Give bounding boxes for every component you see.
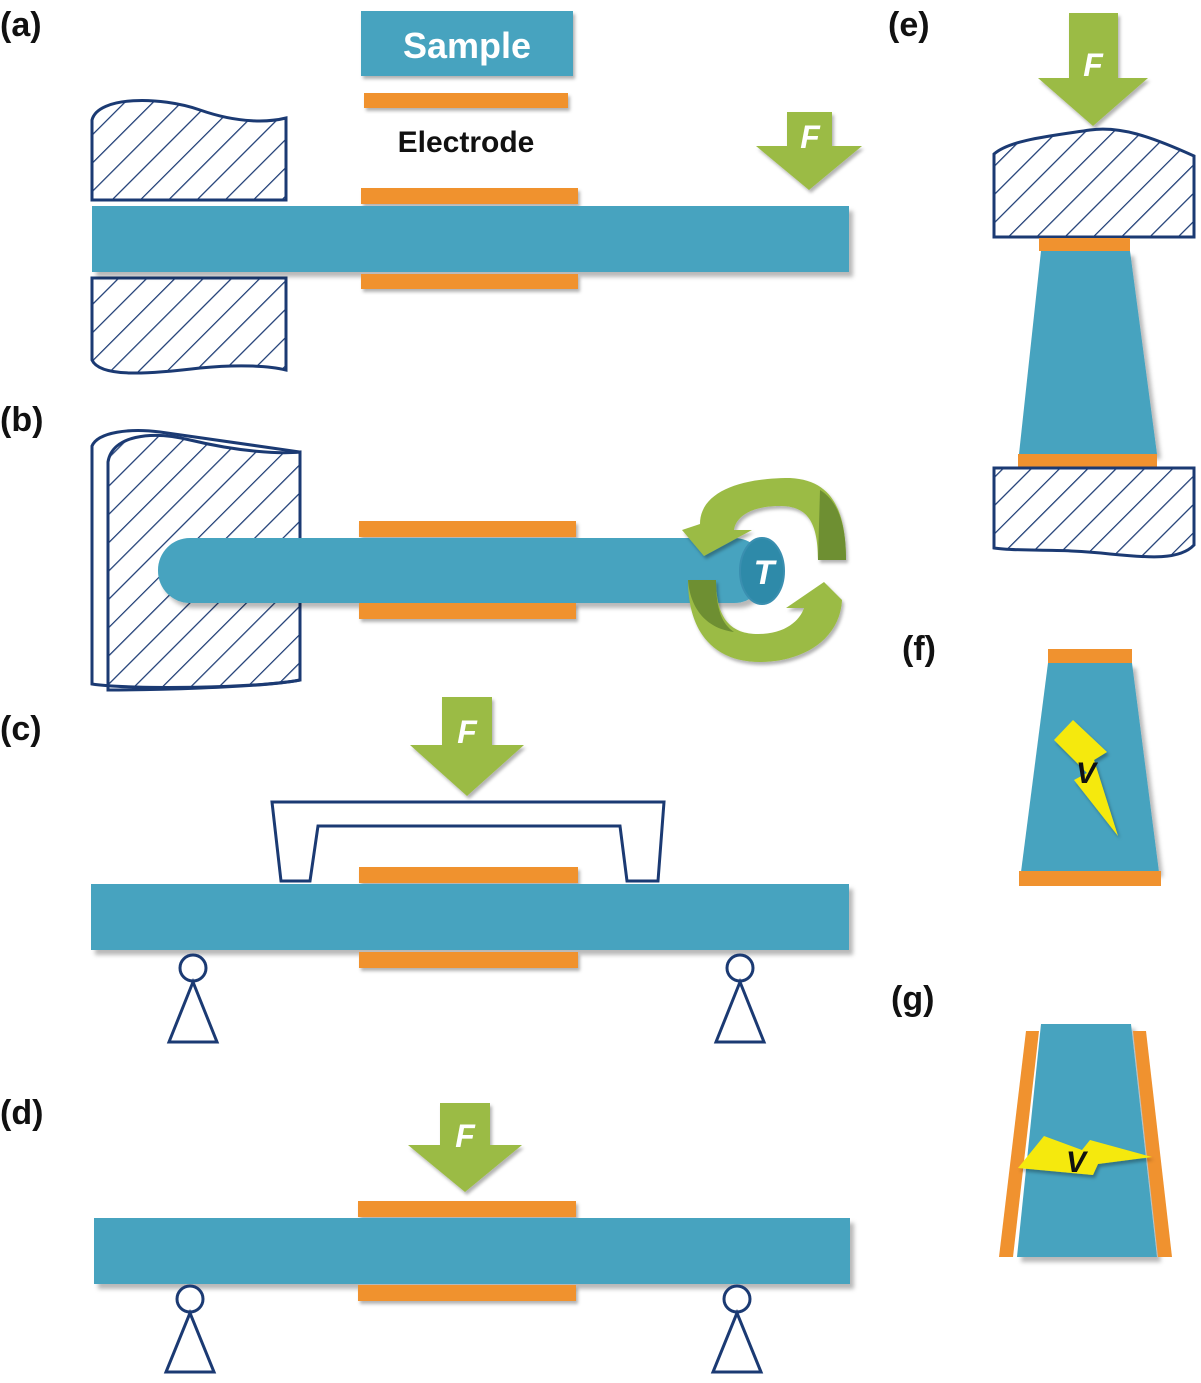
- force-arrow: F: [408, 1103, 522, 1192]
- sample-beam: [92, 206, 849, 272]
- voltage-bolt-icon: [1054, 720, 1118, 836]
- panel-f: (f) V: [902, 630, 1161, 886]
- panel-e: (e) F: [888, 6, 1196, 559]
- torque-symbol: T: [754, 554, 778, 592]
- sample-frustum: [1019, 251, 1157, 454]
- legend-electrode-label: Electrode: [398, 126, 535, 159]
- panel-d: (d) F: [0, 1094, 850, 1374]
- sample-rod: [158, 538, 766, 603]
- electrode-bottom: [1019, 871, 1161, 886]
- panel-label-b: (b): [0, 401, 43, 439]
- torque-arrows: [682, 478, 846, 662]
- force-symbol: F: [457, 714, 478, 750]
- electrode-bottom: [359, 603, 576, 619]
- force-arrow: F: [1038, 13, 1148, 126]
- electrode-bottom: [361, 274, 578, 289]
- panel-label-g: (g): [891, 980, 934, 1018]
- voltage-symbol: V: [1066, 1146, 1089, 1179]
- panel-b: (b) T: [0, 401, 846, 692]
- panel-c: (c) F: [0, 697, 849, 1044]
- legend-sample-label: Sample: [403, 25, 531, 66]
- press-top: [992, 127, 1196, 239]
- clamp-top: [90, 99, 288, 202]
- support-left: [163, 1284, 217, 1374]
- panel-a: (a) Sample Electrode F: [0, 6, 862, 375]
- panel-label-e: (e): [888, 6, 930, 44]
- panel-label-d: (d): [0, 1094, 43, 1132]
- electrode-top: [359, 867, 578, 883]
- support-right: [710, 1284, 764, 1374]
- electrode-left: [999, 1031, 1039, 1257]
- electrode-top: [358, 1201, 576, 1217]
- electrode-top: [361, 188, 578, 204]
- panel-g: (g) V: [891, 980, 1172, 1257]
- sample-beam: [91, 884, 849, 950]
- electrode-bottom: [358, 1285, 576, 1301]
- legend-sample-swatch: [361, 11, 573, 76]
- panel-label-c: (c): [0, 710, 42, 748]
- panel-label-f: (f): [902, 630, 936, 668]
- support-right: [713, 953, 767, 1044]
- support-left: [166, 953, 220, 1044]
- clamp-bottom: [90, 276, 288, 375]
- sample-frustum: [1017, 1024, 1157, 1257]
- electrode-bottom: [1018, 454, 1157, 469]
- electrode-bottom: [359, 952, 578, 968]
- force-symbol: F: [1083, 47, 1104, 83]
- sample-beam: [94, 1218, 850, 1284]
- force-arrow: F: [410, 697, 524, 796]
- electrode-right: [1133, 1031, 1172, 1257]
- force-arrow: F: [756, 112, 862, 190]
- electrode-top: [1048, 649, 1132, 663]
- voltage-symbol: V: [1076, 757, 1099, 790]
- electrode-top: [359, 521, 576, 537]
- voltage-bolt-icon: [1018, 1136, 1152, 1175]
- legend-electrode-swatch: [364, 93, 568, 108]
- electrode-top: [1039, 238, 1130, 251]
- press-bottom: [992, 466, 1196, 559]
- panel-label-a: (a): [0, 6, 42, 44]
- loading-fixture: [270, 800, 666, 883]
- force-symbol: F: [800, 119, 821, 155]
- rod-end-cap: [739, 537, 785, 605]
- force-symbol: F: [455, 1118, 476, 1154]
